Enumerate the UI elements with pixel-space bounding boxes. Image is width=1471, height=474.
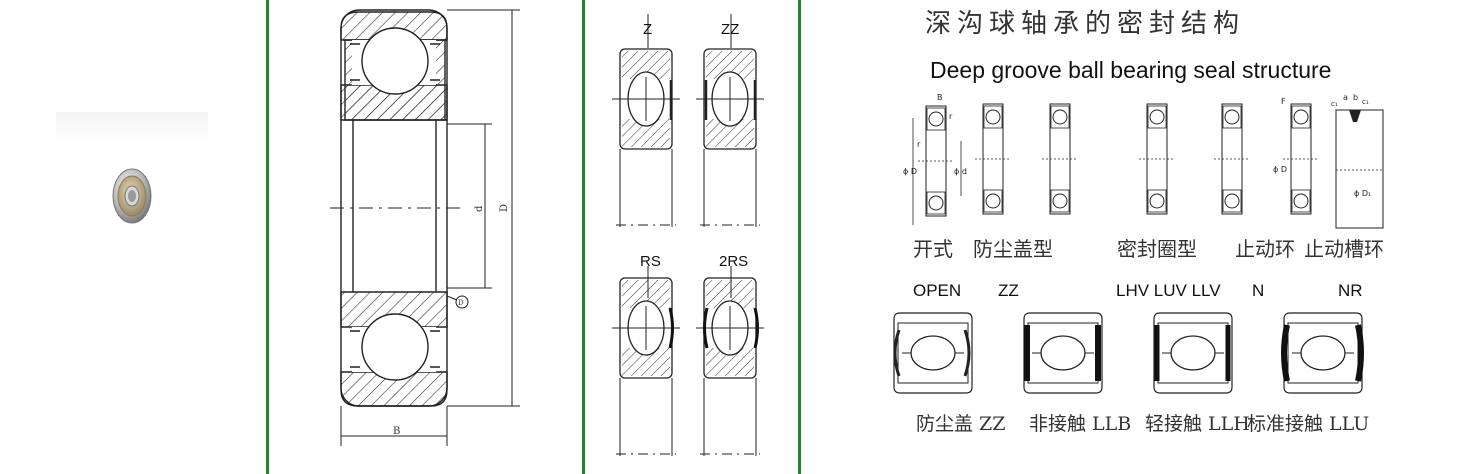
code-open: OPEN — [913, 281, 961, 300]
mini-label-c1b: c₁ — [1362, 98, 1369, 106]
surface-mark: D — [458, 299, 464, 307]
seal-structure-svg: 深沟球轴承的密封结构 Deep groove ball bearing seal… — [893, 9, 1384, 435]
code-nr: NR — [1338, 281, 1363, 300]
seal-structure-panel: 深沟球轴承的密封结构 Deep groove ball bearing seal… — [801, 0, 1471, 474]
variant-llu: 标准接触 LLU — [1247, 413, 1369, 435]
dim-B-label: B — [393, 426, 400, 437]
code-n: N — [1252, 281, 1264, 300]
mini-label-phiD: ϕ D — [903, 167, 917, 176]
title-cn: 深沟球轴承的密封结构 — [925, 9, 1245, 39]
variant-llh: 轻接触 LLH — [1145, 413, 1250, 435]
bearing-photo — [56, 112, 208, 224]
type-snapring-cn: 止动环 — [1235, 237, 1295, 261]
mini-label-F: F — [1281, 97, 1286, 106]
panel-divider — [582, 0, 585, 474]
type-open-cn: 开式 — [913, 237, 953, 261]
mini-label-a: a — [1343, 93, 1348, 102]
mini-label-c1: c₁ — [1331, 100, 1338, 108]
mini-label-r1: r — [949, 112, 953, 121]
mini-label-phiD1: ϕ D₁ — [1354, 189, 1371, 198]
seal-types-panel: Z ZZ RS 2RS — [585, 0, 798, 474]
seal-types-svg: Z ZZ RS 2RS — [611, 14, 765, 457]
panel-divider — [266, 0, 269, 474]
code-lhv: LHV LUV LLV — [1116, 281, 1221, 300]
title-en: Deep groove ball bearing seal structure — [930, 57, 1331, 83]
type-snapgroove-cn: 止动槽环 — [1304, 237, 1384, 261]
mini-label-phid: ϕ d — [954, 167, 967, 176]
panel-divider — [798, 0, 801, 474]
product-photo-panel — [0, 0, 266, 474]
dim-D-label: D — [499, 204, 510, 212]
dim-d-label: d — [474, 205, 485, 212]
seal-type-zz-label: ZZ — [721, 21, 739, 38]
variant-llb: 非接触 LLB — [1029, 413, 1131, 435]
mini-label-phiD-ring: ϕ D — [1273, 165, 1287, 174]
cross-section-svg: d D B D — [330, 9, 520, 446]
mini-label-B: B — [937, 93, 943, 102]
type-seal-cn: 密封圈型 — [1117, 237, 1197, 261]
seal-type-z-label: Z — [643, 21, 652, 38]
cross-section-drawing: d D B D — [269, 0, 582, 474]
seal-type-rs-label: RS — [640, 253, 661, 270]
mini-label-r2: r — [917, 140, 921, 149]
mini-label-b: b — [1353, 93, 1358, 102]
type-shield-cn: 防尘盖型 — [973, 237, 1053, 261]
variant-zz: 防尘盖 ZZ — [916, 413, 1005, 435]
seal-type-2rs-label: 2RS — [719, 253, 748, 270]
code-zz: ZZ — [998, 281, 1019, 300]
